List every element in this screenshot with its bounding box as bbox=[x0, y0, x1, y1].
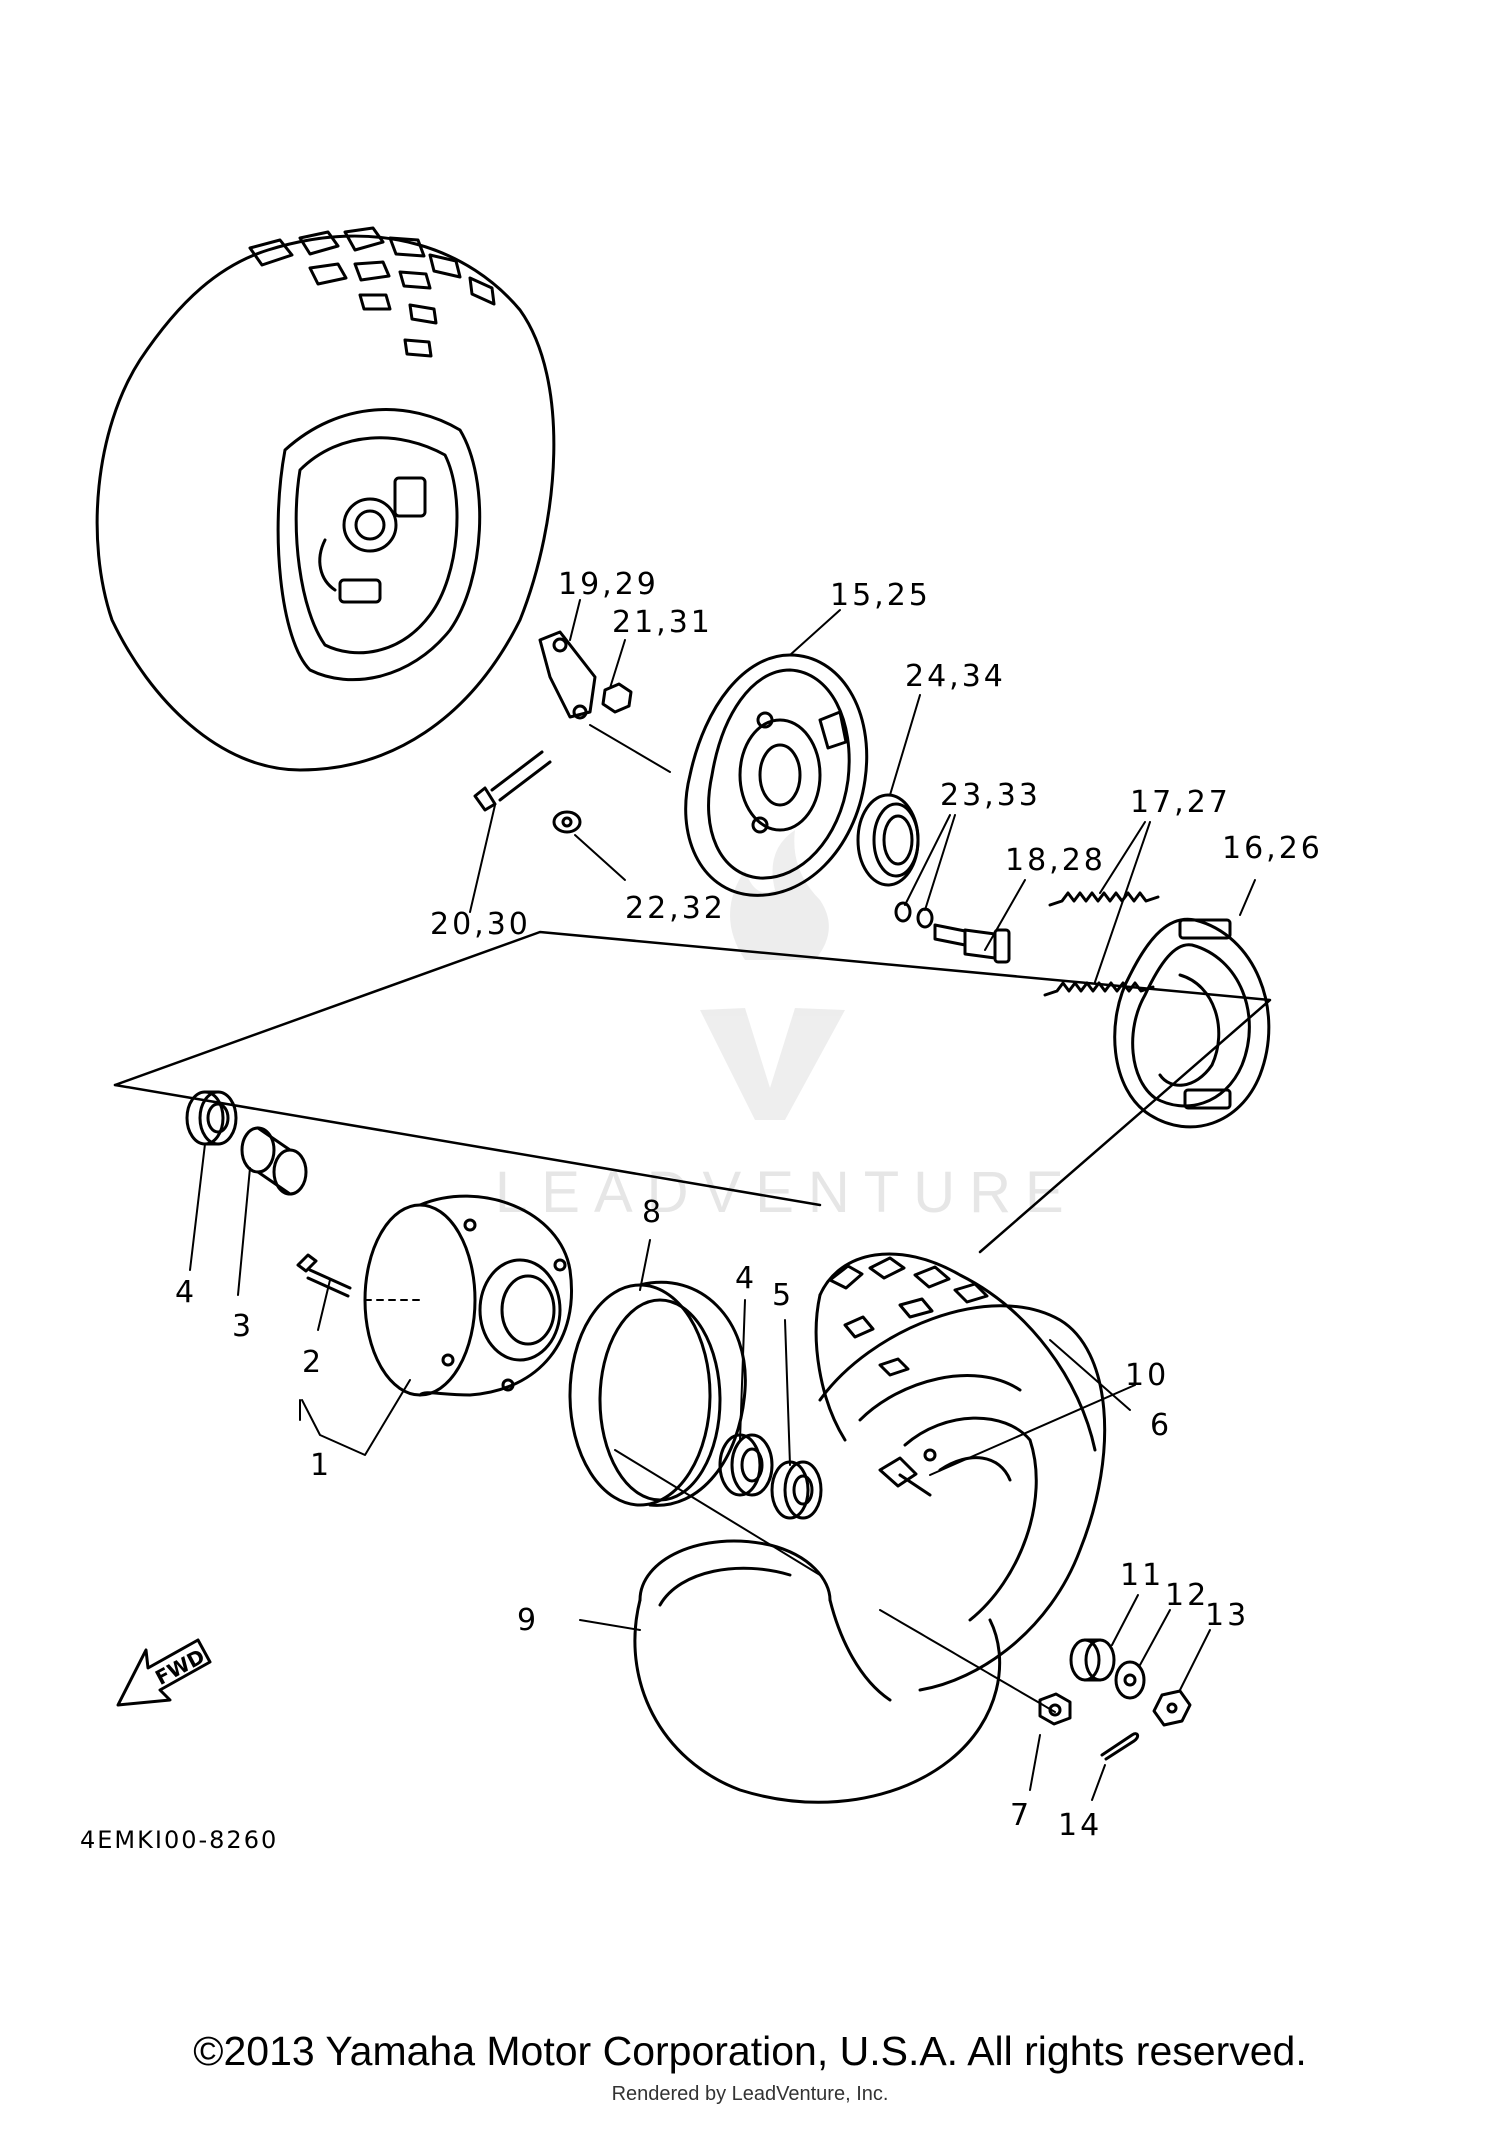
o-ring bbox=[916, 907, 934, 929]
brake-cam-lever bbox=[538, 630, 597, 720]
nut bbox=[601, 682, 633, 714]
callout-18-28: 18,28 bbox=[1005, 843, 1106, 878]
hub-bolt bbox=[296, 1253, 352, 1298]
callout-6: 6 bbox=[1150, 1408, 1172, 1443]
callout-23-33: 23,33 bbox=[940, 778, 1041, 813]
callout-5: 5 bbox=[772, 1278, 794, 1313]
washer bbox=[1114, 1660, 1146, 1700]
brake-panel bbox=[684, 653, 869, 897]
nut bbox=[1038, 1692, 1072, 1726]
watermark-text: LEADVENTURE bbox=[495, 1160, 1078, 1225]
bearing bbox=[185, 1090, 238, 1146]
callout-14: 14 bbox=[1058, 1808, 1102, 1843]
callout-19-29: 19,29 bbox=[558, 567, 659, 602]
callout-8: 8 bbox=[642, 1195, 664, 1230]
cotter-pin bbox=[1100, 1732, 1140, 1761]
lower-rim-half bbox=[818, 1304, 1107, 1692]
oil-seal bbox=[856, 793, 920, 887]
callout-15-25: 15,25 bbox=[830, 578, 931, 613]
fwd-arrow-icon bbox=[116, 1638, 212, 1707]
callout-24-34: 24,34 bbox=[905, 659, 1006, 694]
callout-17-27: 17,27 bbox=[1130, 785, 1231, 820]
valve-stem bbox=[878, 1456, 932, 1497]
spacer bbox=[240, 1126, 308, 1196]
bearing bbox=[718, 1433, 774, 1497]
bolt bbox=[473, 750, 552, 812]
upper-wheel-tire bbox=[95, 226, 556, 772]
callout-10: 10 bbox=[1125, 1358, 1169, 1393]
leader-lines bbox=[189, 599, 1256, 1801]
assembly-frame bbox=[113, 930, 1272, 1254]
callout-9: 9 bbox=[517, 1603, 539, 1638]
callout-2: 2 bbox=[302, 1345, 324, 1380]
brake-shoe-set bbox=[1113, 917, 1271, 1129]
callout-3: 3 bbox=[232, 1309, 254, 1344]
callout-20-30: 20,30 bbox=[430, 907, 531, 942]
callout-1: 1 bbox=[310, 1448, 332, 1483]
collar bbox=[1069, 1638, 1116, 1682]
wheel-hub bbox=[363, 1194, 573, 1397]
callout-12: 12 bbox=[1165, 1578, 1209, 1613]
washer bbox=[552, 810, 582, 834]
leadventure-watermark: LEADVENTURE bbox=[495, 830, 1078, 1225]
castle-nut bbox=[1152, 1689, 1192, 1727]
callout-21-31: 21,31 bbox=[612, 605, 713, 640]
callout-11: 11 bbox=[1120, 1558, 1164, 1593]
brake-camshaft bbox=[933, 923, 1011, 964]
callout-7: 7 bbox=[1010, 1798, 1032, 1833]
return-spring bbox=[1048, 891, 1160, 907]
diagram-code: 4EMKI00-8260 bbox=[80, 1826, 278, 1854]
tire-lower-half bbox=[814, 1252, 1097, 1452]
rendered-by-notice: Rendered by LeadVenture, Inc. bbox=[611, 2083, 889, 2105]
copyright-notice: ©2013 Yamaha Motor Corporation, U.S.A. A… bbox=[193, 2028, 1307, 2074]
callout-16-26: 16,26 bbox=[1222, 831, 1323, 866]
callout-13: 13 bbox=[1205, 1598, 1249, 1633]
callout-4-lower: 4 bbox=[735, 1261, 757, 1296]
callout-4: 4 bbox=[175, 1275, 197, 1310]
oil-seal bbox=[770, 1460, 823, 1520]
o-ring bbox=[894, 901, 912, 923]
callout-22-32: 22,32 bbox=[625, 891, 726, 926]
tire-outer-half bbox=[633, 1539, 1002, 1804]
